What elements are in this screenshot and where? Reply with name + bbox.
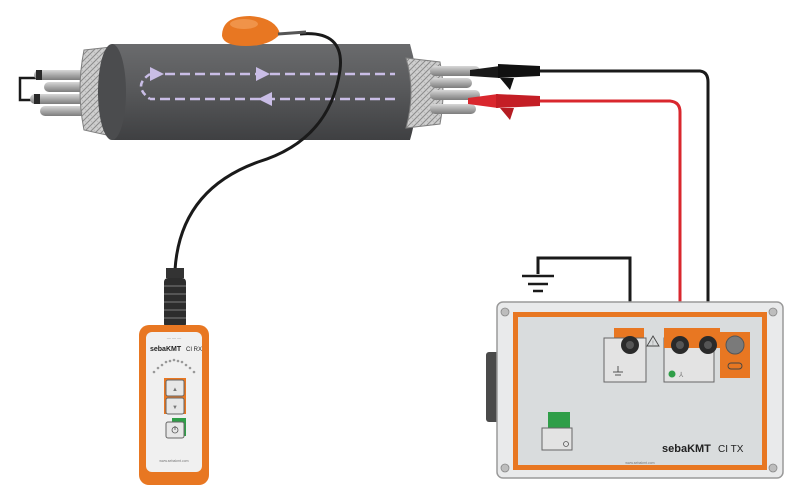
svg-text:!: ! <box>652 341 654 347</box>
transmitter-device: ! ⅄ sebaKMT CI TX www.sebakmt.com <box>486 301 784 479</box>
receiver-sensor-lead <box>173 32 342 271</box>
current-flow-arrows <box>139 67 395 106</box>
svg-text:▲: ▲ <box>172 387 178 393</box>
arrow-right-2 <box>256 67 270 81</box>
receiver-footer: www.sebakmt.com <box>159 459 188 463</box>
cable-assembly <box>18 44 480 140</box>
arrow-right-1 <box>150 67 164 81</box>
receiver-device: — — — sebaKMT CI RX ▲ ▼ www.sebakmt.com <box>139 325 209 485</box>
red-test-lead <box>540 99 682 338</box>
receiver-strain-relief <box>164 268 186 328</box>
transmitter-screws <box>500 307 778 473</box>
receiver-power-icon <box>171 426 179 434</box>
cable-jacket <box>105 44 417 140</box>
panel-ground-icon <box>613 366 623 376</box>
receiver-signal-scale <box>152 358 196 374</box>
receiver-button-down[interactable] <box>165 397 185 415</box>
receiver-brand: sebaKMT <box>150 346 182 353</box>
arrow-left-1 <box>258 92 272 106</box>
black-alligator-clip <box>470 64 540 90</box>
cable-jacket-end <box>98 44 126 140</box>
indicator-lamp-icon <box>668 370 676 378</box>
black-test-lead <box>540 69 710 338</box>
svg-text:▼: ▼ <box>172 405 178 411</box>
receiver-button-up[interactable] <box>165 379 185 397</box>
transmitter-model: CI TX <box>718 444 744 455</box>
power-button[interactable] <box>725 335 745 355</box>
receiver-sensor-clamp <box>222 16 307 46</box>
receiver-model: CI RX <box>186 347 202 353</box>
red-alligator-clip <box>468 94 540 120</box>
ground-symbol-icon <box>522 274 554 293</box>
transmitter-footer: www.sebakmt.com <box>625 461 654 465</box>
warning-triangle-icon: ! <box>646 335 660 347</box>
power-icon <box>727 362 743 370</box>
ground-lead <box>536 256 632 338</box>
svg-text:⅄: ⅄ <box>678 371 684 379</box>
right-conductor-cores <box>430 66 480 114</box>
transmitter-brand: sebaKMT <box>662 443 711 455</box>
svg-text:— — —: — — — <box>167 335 181 340</box>
transmitter-aux-button[interactable] <box>541 427 573 451</box>
